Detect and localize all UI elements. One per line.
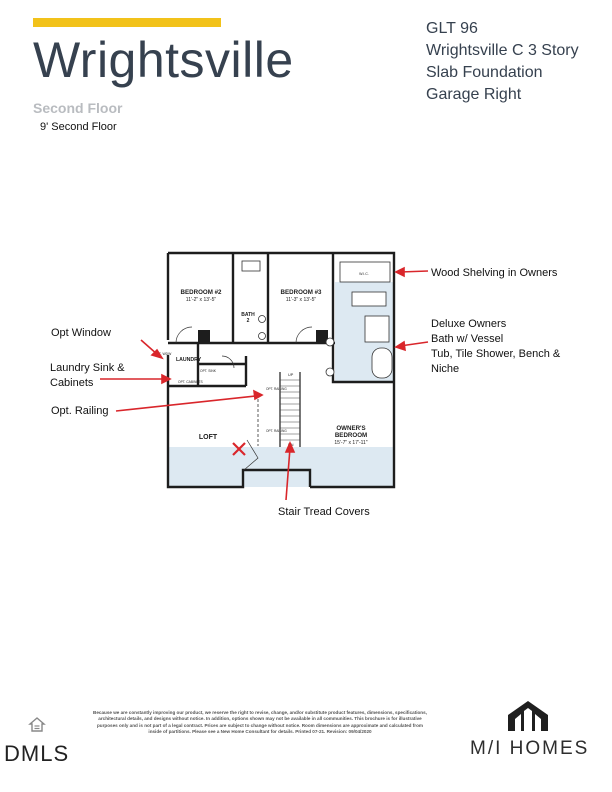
lot-info-line: Garage Right (426, 86, 522, 103)
ceiling-note: 9' Second Floor (40, 121, 117, 133)
annotation-opt-window: Opt Window (51, 327, 111, 339)
annotation-line: Laundry Sink & (50, 362, 125, 374)
plan-shade (168, 447, 394, 487)
room-label-bath2: BATH (241, 312, 255, 318)
room-dim-owners: 15'-7" x 17'-11" (334, 440, 367, 446)
room-dim-bedroom2: 11'-2" x 13'-5" (186, 297, 217, 303)
accent-bar (33, 18, 221, 27)
plan-label-opt-sink: OPT. SINK (200, 369, 217, 373)
mi-homes-logo-icon (508, 701, 548, 731)
dmls-logo: DMLS (4, 741, 70, 766)
annotation-line: Niche (431, 363, 460, 375)
room-label-bedroom2: BEDROOM #2 (181, 289, 222, 296)
annotation-stair-tread: Stair Tread Covers (278, 506, 370, 518)
equal-housing-icon (28, 717, 46, 732)
brand-name: M/I HOMES (470, 738, 590, 759)
annotation-wood-shelving: Wood Shelving in Owners (431, 267, 558, 279)
annotation-deluxe-bath: Deluxe Owners Bath w/ Vessel Tub, Tile S… (431, 317, 560, 377)
lot-info-line: Wrightsville C 3 Story (426, 42, 579, 59)
opt-railing-marker (232, 442, 246, 456)
room-label-loft: LOFT (199, 434, 218, 441)
room-label-owners: OWNER'S (336, 425, 365, 432)
annotation-opt-railing: Opt. Railing (51, 405, 109, 417)
room-label-wic: W.I.C. (359, 272, 369, 276)
plan-title: Wrightsville (33, 32, 294, 88)
annotation-laundry-sink: Laundry Sink & Cabinets (50, 361, 125, 391)
room-label-laundry: LAUNDRY (176, 357, 202, 363)
plan-label-up: UP (288, 373, 294, 377)
plan-label-opt-cabinets: OPT. CABINETS (178, 380, 204, 384)
disclaimer-text: Because we are constantly improving our … (93, 710, 427, 735)
annotation-line: Tub, Tile Shower, Bench & (431, 348, 561, 360)
room-label-bedroom3: BEDROOM #3 (281, 289, 322, 296)
annotation-line: Cabinets (50, 377, 94, 389)
room-label-bath2-num: 2 (247, 318, 250, 324)
room-dim-bedroom3: 11'-3" x 13'-5" (286, 297, 317, 303)
plan-label-opt-wdw: OPT. WDW (154, 352, 172, 356)
annotation-line: Deluxe Owners (431, 318, 507, 330)
room-label-owners2: BEDROOM (335, 432, 367, 439)
plan-label-opt-railing: OPT. RAILING (266, 387, 287, 391)
floor-label: Second Floor (33, 100, 123, 116)
lot-info-line: GLT 96 (426, 20, 478, 37)
lot-info-line: Slab Foundation (426, 64, 543, 81)
annotation-line: Bath w/ Vessel (431, 333, 504, 345)
lot-info: GLT 96 Wrightsville C 3 Story Slab Found… (426, 18, 579, 106)
plan-label-opt-railing-2: OPT. RAILING (266, 429, 287, 433)
